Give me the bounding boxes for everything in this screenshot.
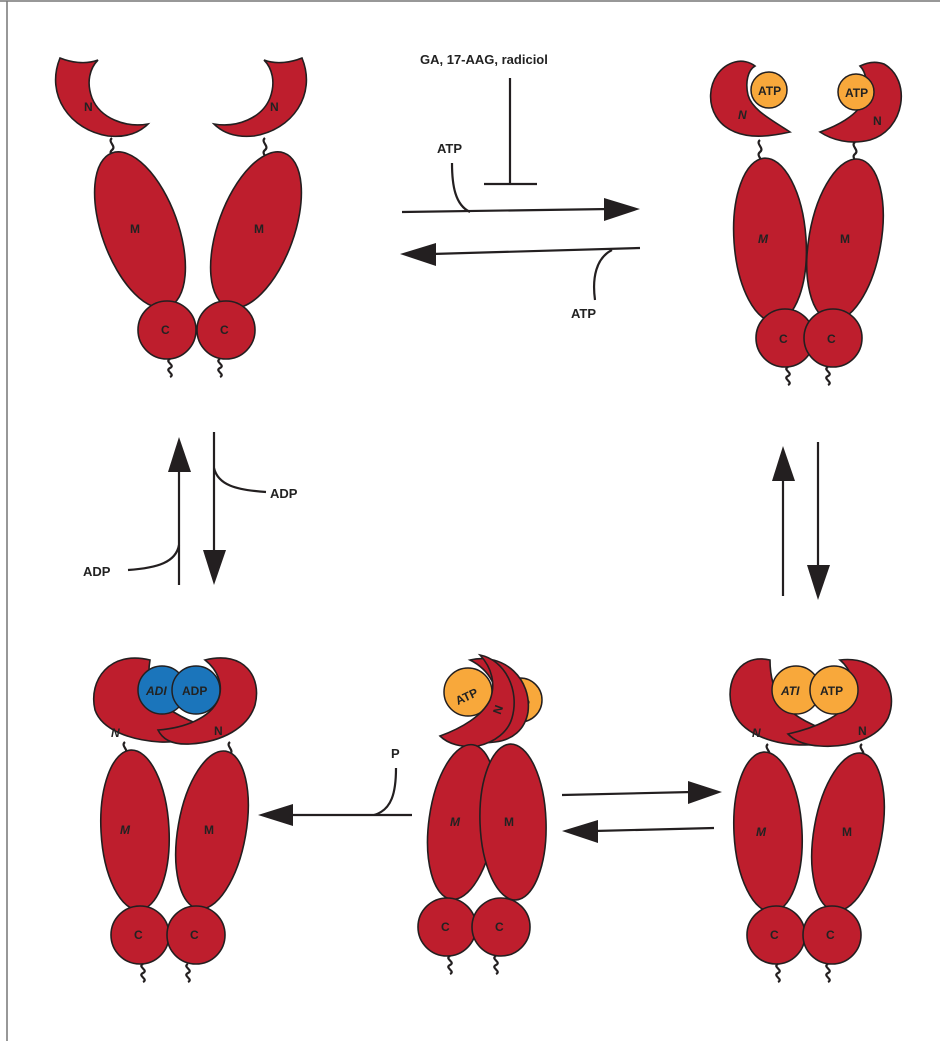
- arrow-hydrolysis: P: [258, 746, 412, 826]
- arrow-adp-release-down: ADP: [203, 432, 298, 585]
- c-tail-right: [826, 964, 829, 982]
- state-closed-atp: ATI ATP N N M M C C: [730, 659, 896, 982]
- arrow-adp-binding-up: ADP: [83, 437, 191, 585]
- state-open-apo: N M C N M C: [56, 58, 320, 377]
- state-atp-bound-open: ATP N M C ATP N M C: [711, 61, 902, 385]
- c-tail-right: [826, 367, 829, 385]
- c-tail-right: [494, 956, 497, 974]
- label-adp-partial: ADI: [145, 684, 167, 698]
- m-domain-left: [76, 140, 204, 320]
- c-tail-left: [448, 956, 451, 974]
- label-c: C: [190, 928, 199, 942]
- c-tail-right: [186, 964, 189, 982]
- label-phosphate: P: [391, 746, 400, 761]
- label-m: M: [842, 825, 852, 839]
- n-domain-left: [56, 58, 148, 136]
- label-n: N: [214, 724, 223, 738]
- label-c: C: [779, 332, 788, 346]
- c-tail-left: [141, 964, 144, 982]
- state-closed-twisted: P ATP N M M C C: [418, 655, 549, 974]
- label-atp-partial: ATI: [780, 684, 800, 698]
- label-c: C: [220, 323, 229, 337]
- label-m: M: [204, 823, 214, 837]
- label-c: C: [134, 928, 143, 942]
- label-adp: ADP: [83, 564, 111, 579]
- m-domain-left: [730, 750, 806, 913]
- label-n: N: [111, 726, 120, 740]
- arrow-close-down: [807, 442, 830, 600]
- c-tail-left: [786, 367, 789, 385]
- n-domain-right: [214, 58, 306, 136]
- label-c: C: [441, 920, 450, 934]
- label-m: M: [254, 222, 264, 236]
- label-m: M: [130, 222, 140, 236]
- label-atp: ATP: [758, 84, 781, 98]
- label-adp: ADP: [270, 486, 298, 501]
- arrow-open-up: [772, 446, 795, 596]
- label-c: C: [495, 920, 504, 934]
- label-atp: ATP: [437, 141, 462, 156]
- arrow-atp-binding-forward: ATP: [402, 141, 640, 221]
- label-atp: ATP: [845, 86, 868, 100]
- inhibitor-symbol: GA, 17-AAG, radiciol: [420, 52, 548, 184]
- label-atp: ATP: [820, 684, 843, 698]
- label-n: N: [873, 114, 882, 128]
- m-domain-left: [728, 156, 811, 325]
- label-c: C: [770, 928, 779, 942]
- label-n: N: [858, 724, 867, 738]
- label-adp: ADP: [182, 684, 207, 698]
- arrow-to-closed-right: [562, 781, 722, 804]
- label-m: M: [450, 815, 461, 829]
- label-n: N: [84, 100, 93, 114]
- arrow-to-twisted-left: [562, 820, 714, 843]
- label-n: N: [738, 108, 747, 122]
- label-n: N: [270, 100, 279, 114]
- label-c: C: [827, 332, 836, 346]
- label-c: C: [826, 928, 835, 942]
- label-n: N: [752, 726, 761, 740]
- m-domain-left: [97, 748, 173, 911]
- c-tail-right: [218, 359, 221, 377]
- inhibitor-label: GA, 17-AAG, radiciol: [420, 52, 548, 67]
- label-m: M: [756, 825, 767, 839]
- label-c: C: [161, 323, 170, 337]
- state-adp-bound: ADI ADP N N M M C C: [94, 658, 260, 982]
- label-m: M: [120, 823, 131, 837]
- label-atp: ATP: [571, 306, 596, 321]
- label-m: M: [504, 815, 514, 829]
- label-m: M: [758, 232, 769, 246]
- label-m: M: [840, 232, 850, 246]
- arrow-atp-release-reverse: ATP: [400, 243, 640, 321]
- c-tail-left: [168, 359, 171, 377]
- c-tail-left: [776, 964, 779, 982]
